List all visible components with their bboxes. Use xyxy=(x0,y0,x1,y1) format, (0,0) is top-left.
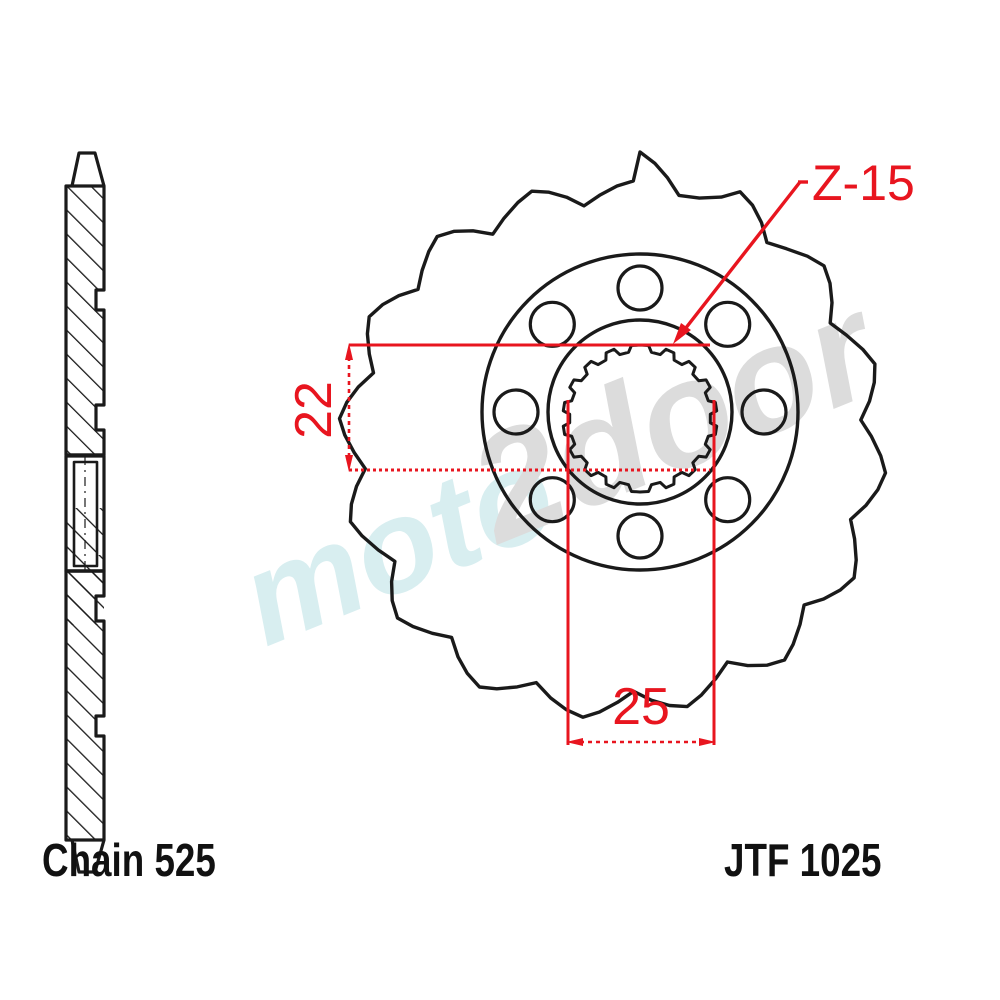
sprocket-hub-circle xyxy=(546,318,734,506)
lightening-hole xyxy=(492,388,540,436)
dimension-annotations: 22 25 Z-15 xyxy=(285,155,915,746)
lightening-hole xyxy=(740,388,788,436)
z15-leader-arrowhead xyxy=(673,323,691,344)
lightening-holes xyxy=(492,264,788,560)
z15-label: Z-15 xyxy=(812,155,915,211)
dim25-label: 25 xyxy=(612,678,670,736)
side-tooth-tip-top xyxy=(70,151,106,187)
z15-leader-line xyxy=(676,180,802,340)
part-number-label: JTF 1025 xyxy=(724,834,882,886)
dim22-arrow-bottom xyxy=(345,455,353,472)
dim25-arrow-left xyxy=(566,738,583,746)
lightening-hole xyxy=(616,264,664,312)
dim22-label: 22 xyxy=(285,381,343,439)
dim25-arrow-right xyxy=(699,738,716,746)
sprocket-tooth-profile xyxy=(337,150,888,719)
side-hatch-lower xyxy=(66,571,104,840)
side-tooth-tip-bottom xyxy=(70,839,106,874)
internal-spline-profile xyxy=(561,343,719,494)
side-section-view xyxy=(64,151,106,874)
lightening-hole xyxy=(704,300,752,348)
lightening-hole xyxy=(528,476,576,524)
chain-spec-label: Chain 525 xyxy=(42,834,216,886)
watermark-text-2door: 2door xyxy=(445,259,904,575)
front-face-view xyxy=(337,150,888,719)
side-hatch-upper xyxy=(66,185,104,455)
sprocket-body-circle xyxy=(480,252,800,572)
lightening-hole xyxy=(704,476,752,524)
lightening-hole xyxy=(616,512,664,560)
dim22-arrow-top xyxy=(345,343,353,360)
lightening-hole xyxy=(528,300,576,348)
